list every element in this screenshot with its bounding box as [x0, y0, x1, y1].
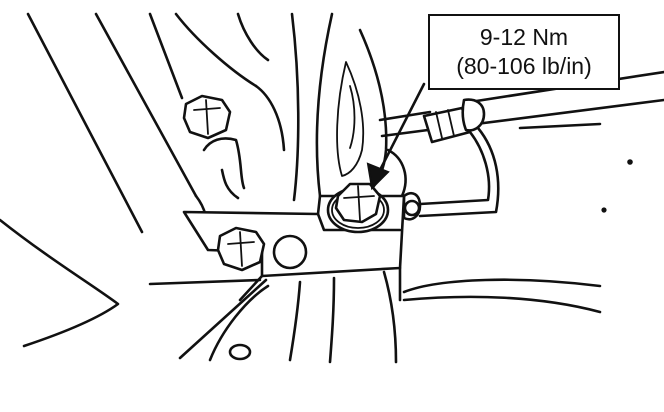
hose-line	[402, 126, 500, 221]
torque-metric-label: 9-12 Nm	[479, 24, 569, 50]
lower-bracket	[148, 270, 602, 364]
upper-rod	[422, 70, 664, 144]
torque-imperial-label: (80-106 lb/in)	[456, 53, 592, 79]
housing-outline	[26, 12, 286, 238]
torque-callout-box: 9-12 Nm (80-106 lb/in)	[428, 14, 620, 90]
upper-left-bolt	[182, 94, 232, 140]
tube-line	[202, 110, 432, 200]
torque-bolt	[326, 182, 390, 234]
detail-dots	[601, 159, 633, 213]
lower-left-bolt	[216, 226, 266, 272]
lower-left-contour	[0, 218, 120, 348]
callout-leader-arrow	[366, 82, 426, 191]
disc-outline	[290, 12, 407, 202]
